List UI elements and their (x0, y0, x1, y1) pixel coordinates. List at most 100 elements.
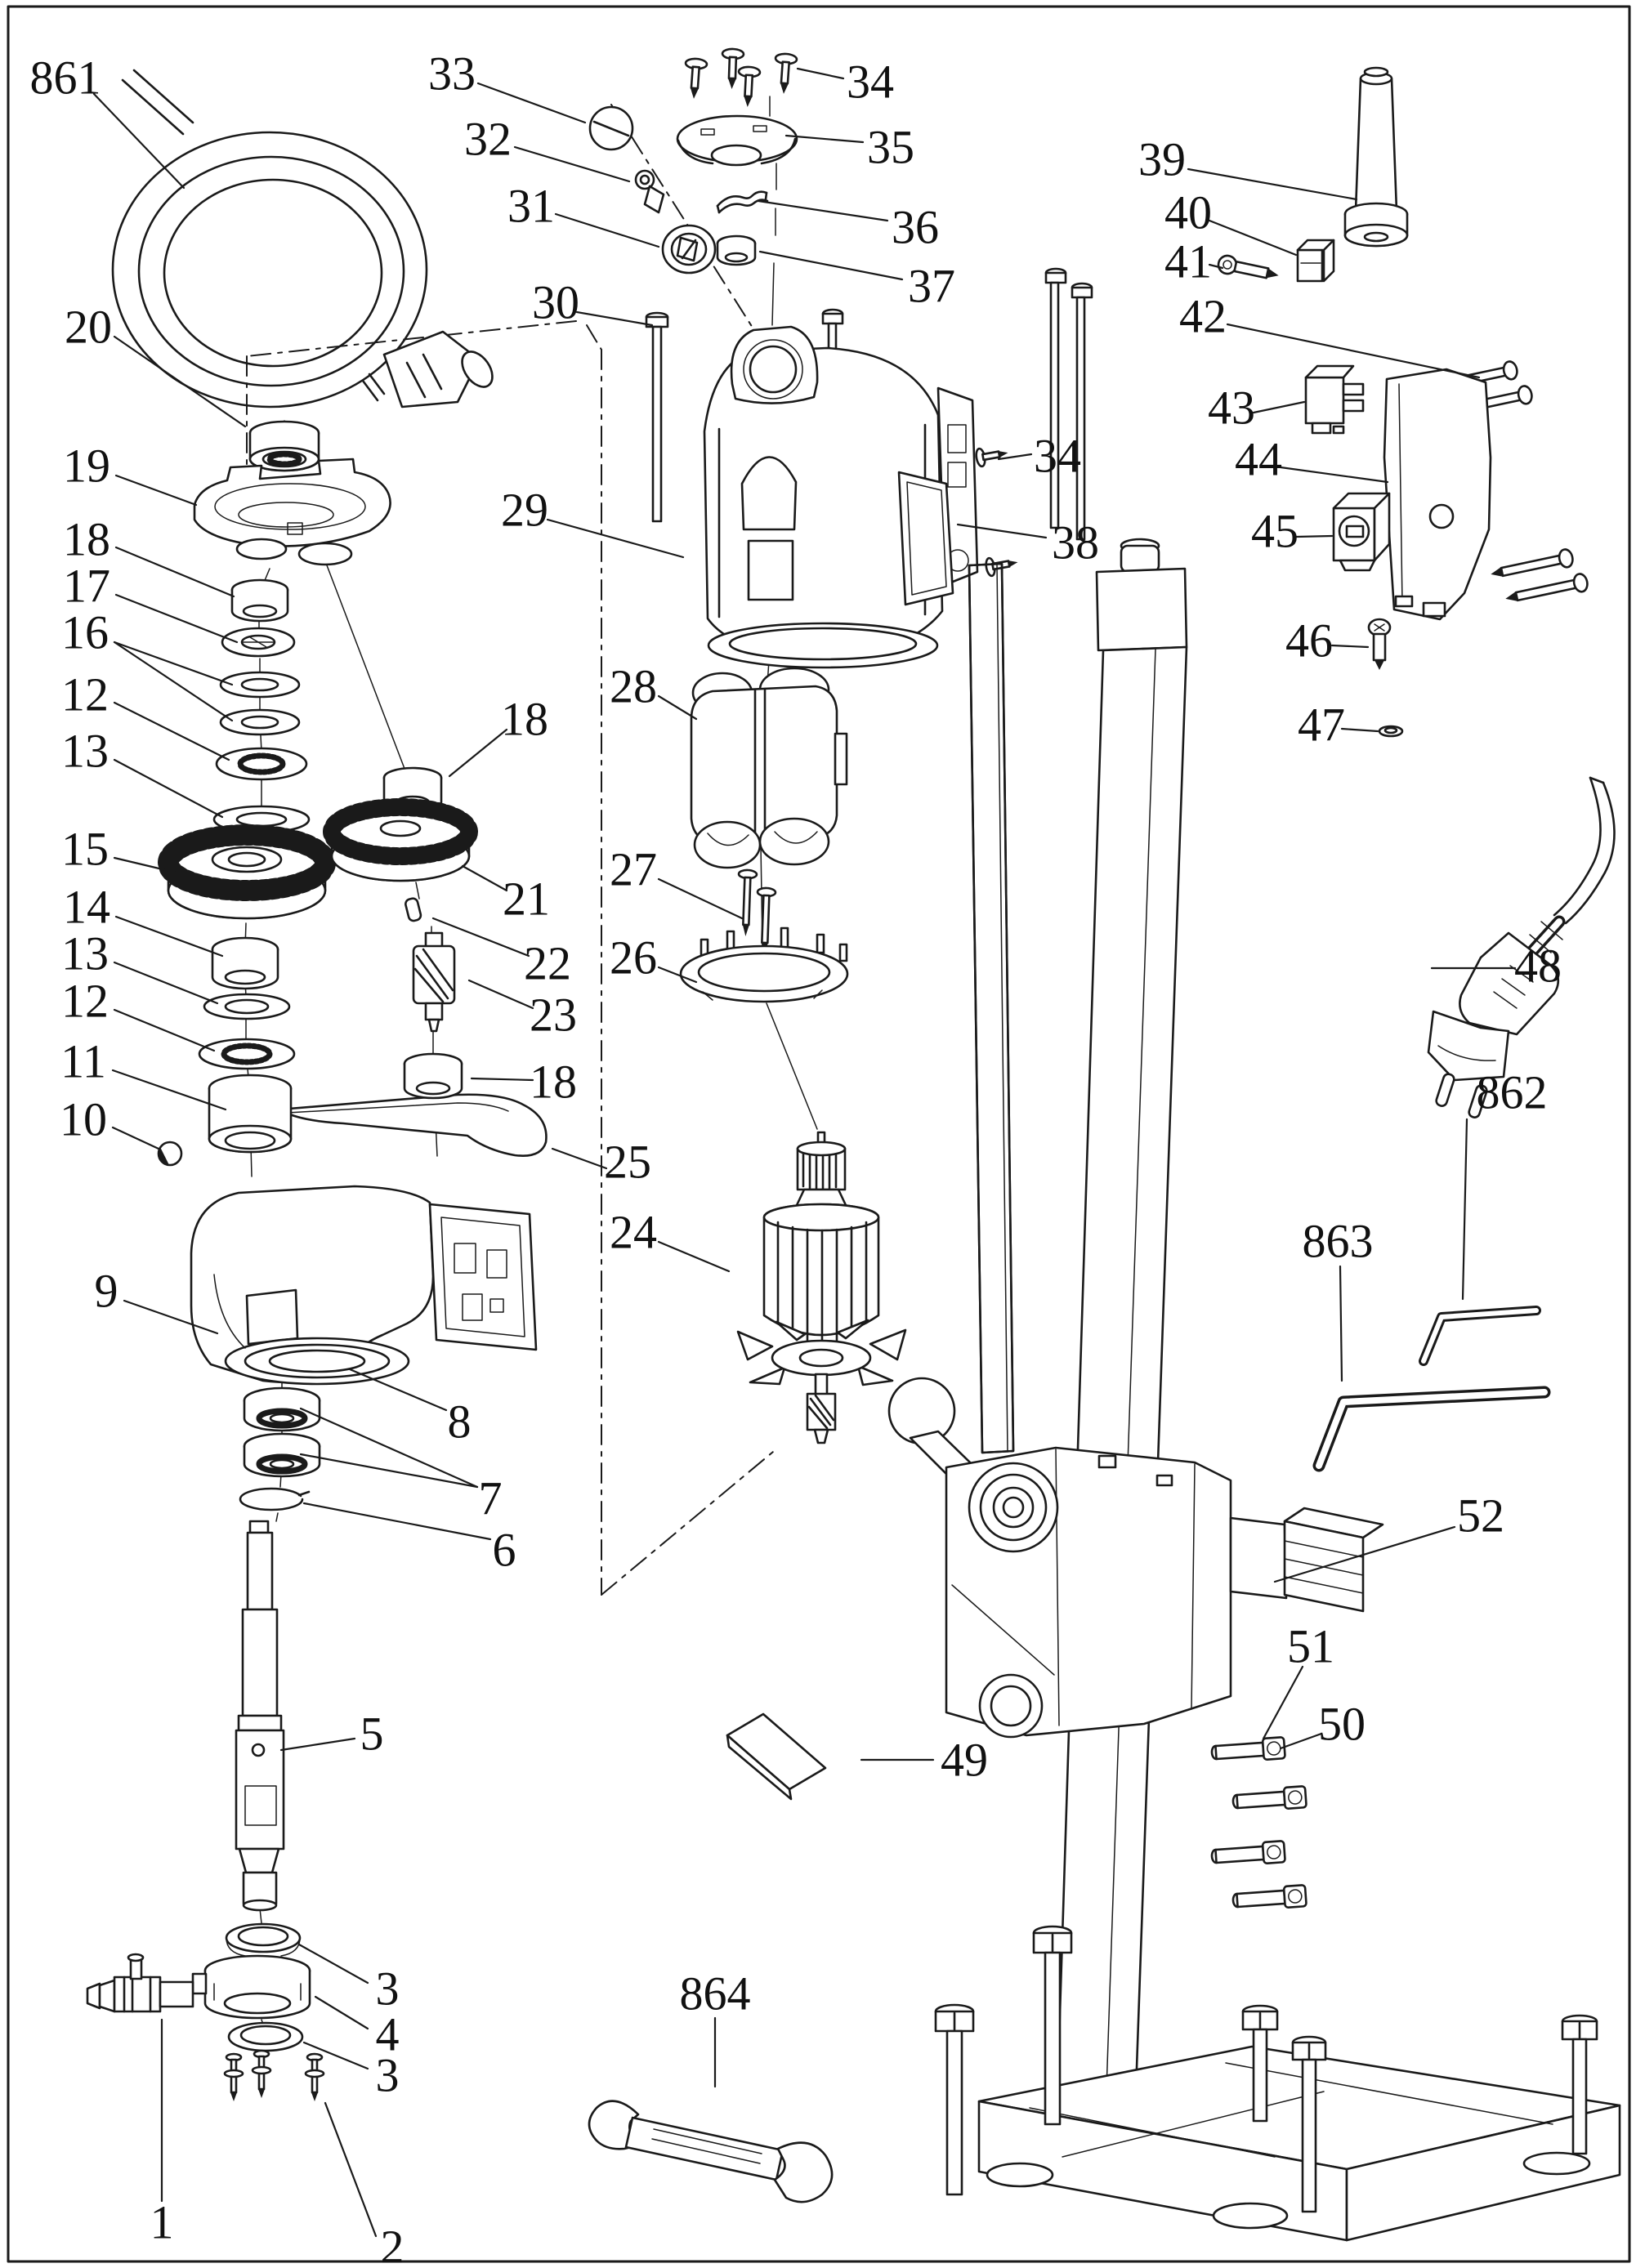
part-label-6-33: 6 (493, 1524, 516, 1577)
part-label-864-61: 864 (680, 1967, 751, 2020)
leader-line-45 (1295, 534, 1334, 538)
part-washer-13b (203, 993, 291, 1020)
leader-line-51 (1262, 1665, 1304, 1740)
part-bearing-20 (248, 420, 320, 472)
part-washer-47 (1378, 725, 1404, 738)
part-label-9-30: 9 (95, 1265, 118, 1318)
leader-line-10 (111, 1126, 160, 1150)
part-power-cable (111, 69, 494, 409)
part-main-gear-15 (158, 824, 336, 920)
leader-line-5 (279, 1737, 356, 1752)
leader-line-38 (956, 523, 1048, 539)
leader-line-32 (513, 145, 631, 183)
part-nut-block-45 (1332, 492, 1391, 572)
part-label-32-2: 32 (464, 113, 512, 166)
part-pinion-gear-21 (323, 798, 478, 882)
part-label-24-16: 24 (610, 1206, 657, 1259)
part-label-2-39: 2 (381, 2221, 405, 2268)
part-armature (736, 1131, 907, 1444)
part-label-23-43: 23 (530, 989, 577, 1042)
part-label-11-28: 11 (60, 1035, 106, 1088)
leader-line-17 (114, 593, 239, 644)
part-motor-housing (645, 267, 1093, 669)
part-label-862-55: 862 (1477, 1066, 1548, 1119)
part-label-18-19: 18 (63, 513, 110, 566)
leader-line-14 (114, 915, 224, 958)
leader-line-18 (448, 728, 508, 778)
leader-line-47 (1340, 727, 1379, 733)
part-block-40 (1296, 239, 1335, 283)
leader-line-52 (1273, 1525, 1456, 1583)
part-stator (690, 667, 848, 869)
part-label-48-54: 48 (1514, 940, 1562, 993)
part-label-13-23: 13 (61, 725, 109, 778)
part-label-7-32: 7 (479, 1472, 503, 1525)
part-bearing-18c (403, 1052, 463, 1100)
part-gear-housing (190, 1185, 538, 1386)
part-sleeve-11 (208, 1074, 293, 1154)
part-plug-10 (157, 1141, 183, 1167)
part-baffle-plate (679, 926, 849, 1003)
part-seal-3a (225, 1922, 302, 1957)
leader-line-30 (575, 310, 654, 327)
part-bearing-37 (716, 234, 757, 266)
part-drill-stand (887, 538, 1621, 2242)
part-label-45-51: 45 (1251, 505, 1299, 558)
leader-line-44 (1279, 466, 1389, 484)
part-label-36-7: 36 (892, 201, 939, 254)
leader-line-7 (299, 1407, 479, 1489)
leader-line-40 (1208, 219, 1298, 257)
part-label-44-50: 44 (1235, 433, 1282, 486)
part-label-4-36: 4 (376, 2008, 400, 2061)
leader-line-33 (476, 82, 587, 124)
part-label-31-3: 31 (507, 180, 555, 233)
part-label-42-48: 42 (1179, 290, 1227, 343)
leader-line-16 (113, 641, 234, 686)
part-label-29-9: 29 (501, 484, 548, 537)
part-label-52-57: 52 (1457, 1489, 1504, 1543)
leader-line-28 (657, 694, 698, 721)
part-label-46-52: 46 (1285, 614, 1333, 667)
part-splined-washer-12b (198, 1038, 296, 1070)
part-handle-cover-44 (1383, 368, 1492, 621)
part-side-handle-grip (1343, 66, 1409, 248)
leader-line-7 (299, 1453, 479, 1489)
part-label-15-24: 15 (61, 823, 109, 876)
stand-carriage (887, 1377, 1232, 1739)
part-label-38-11: 38 (1052, 516, 1099, 569)
stand-rack (968, 562, 1015, 1454)
leader-line-46 (1330, 644, 1370, 649)
leader-line-16 (113, 641, 234, 722)
part-bearing-18a (230, 578, 289, 623)
leader-line-23 (467, 979, 534, 1010)
part-label-863-56: 863 (1303, 1215, 1374, 1268)
part-splined-washer-12a (215, 747, 308, 781)
leader-line-4 (314, 1995, 369, 2030)
leader-line-35 (784, 134, 865, 144)
leader-line-34 (997, 453, 1033, 461)
stand-leveling-bolts (934, 1925, 1598, 2213)
leader-line-2 (324, 2101, 378, 2238)
part-label-3-35: 3 (376, 1962, 400, 2016)
part-label-12-22: 12 (61, 668, 109, 721)
part-spring-clip (716, 190, 769, 214)
leader-line-20 (113, 335, 247, 428)
part-label-18-40: 18 (501, 693, 548, 746)
part-wrench (588, 2100, 834, 2203)
leader-line-18 (470, 1077, 534, 1082)
leader-line-22 (431, 917, 530, 958)
leader-line-43 (1252, 400, 1306, 414)
part-label-10-29: 10 (60, 1093, 107, 1146)
part-label-1-38: 1 (150, 2196, 174, 2249)
part-label-12-27: 12 (61, 975, 109, 1028)
leader-line-21 (461, 864, 508, 892)
leader-line-31 (554, 212, 660, 248)
part-screws-27 (737, 868, 777, 954)
part-key-22 (405, 897, 422, 922)
part-swivel-housing-4 (191, 1954, 311, 2020)
part-label-30-4: 30 (532, 276, 579, 329)
part-label-28-12: 28 (610, 660, 657, 713)
leader-line-3 (297, 1943, 369, 1984)
